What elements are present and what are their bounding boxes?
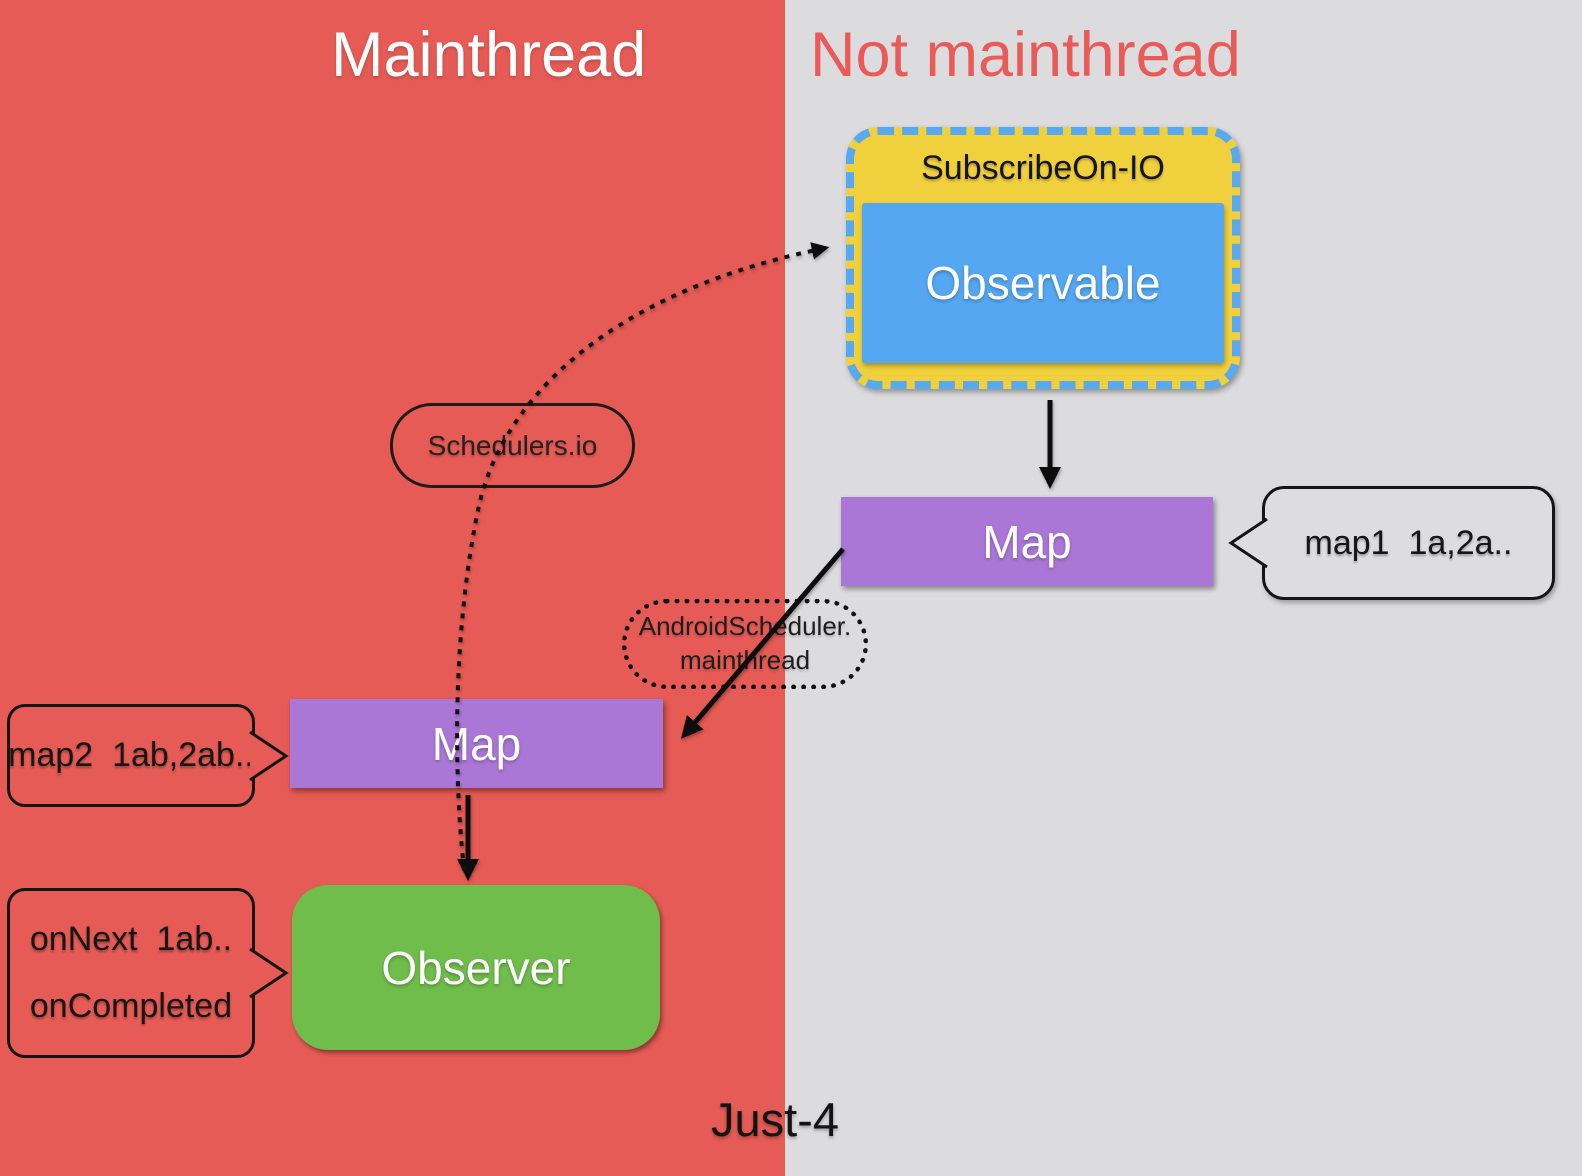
not-mainthread-title: Not mainthread [810, 20, 1241, 90]
callout-pointer-right-icon [249, 730, 289, 781]
observer-label: Observer [381, 941, 571, 994]
schedulers-io-pill: Schedulers.io [390, 403, 635, 488]
schedulers-io-label: Schedulers.io [427, 429, 598, 461]
subscribe-on-io-label: SubscribeOn-IO [921, 149, 1165, 187]
subscribe-on-io-box: SubscribeOn-IO Observable [846, 127, 1240, 389]
observer-events-callout: onNext 1ab.. onCompleted [7, 888, 289, 1058]
mainthread-title: Mainthread [331, 20, 647, 90]
oncompleted-line: onCompleted [29, 987, 233, 1026]
observable-box: Observable [862, 203, 1224, 363]
callout-pointer-right-icon [249, 947, 289, 999]
map1-callout: map1 1a,2a.. [1228, 486, 1555, 600]
map-io-label: Map [982, 515, 1072, 568]
observer-box: Observer [292, 885, 660, 1050]
android-scheduler-line2: mainthread [679, 645, 811, 675]
map1-callout-text: map1 1a,2a.. [1304, 523, 1513, 562]
map-main-label: Map [431, 717, 522, 770]
callout-pointer-left-icon [1228, 517, 1268, 569]
onnext-line: onNext 1ab.. [29, 919, 233, 958]
map-box-io-thread: Map [841, 497, 1213, 586]
android-scheduler-pill: AndroidScheduler. mainthread [622, 599, 868, 689]
map2-callout-text: map2 1ab,2ab.. [8, 736, 254, 774]
android-scheduler-line1: AndroidScheduler. [638, 611, 852, 642]
map2-callout: map2 1ab,2ab.. [7, 704, 289, 807]
caption-just-4: Just-4 [711, 1093, 839, 1146]
map-box-main-thread: Map [290, 699, 663, 788]
observable-label: Observable [925, 257, 1161, 309]
